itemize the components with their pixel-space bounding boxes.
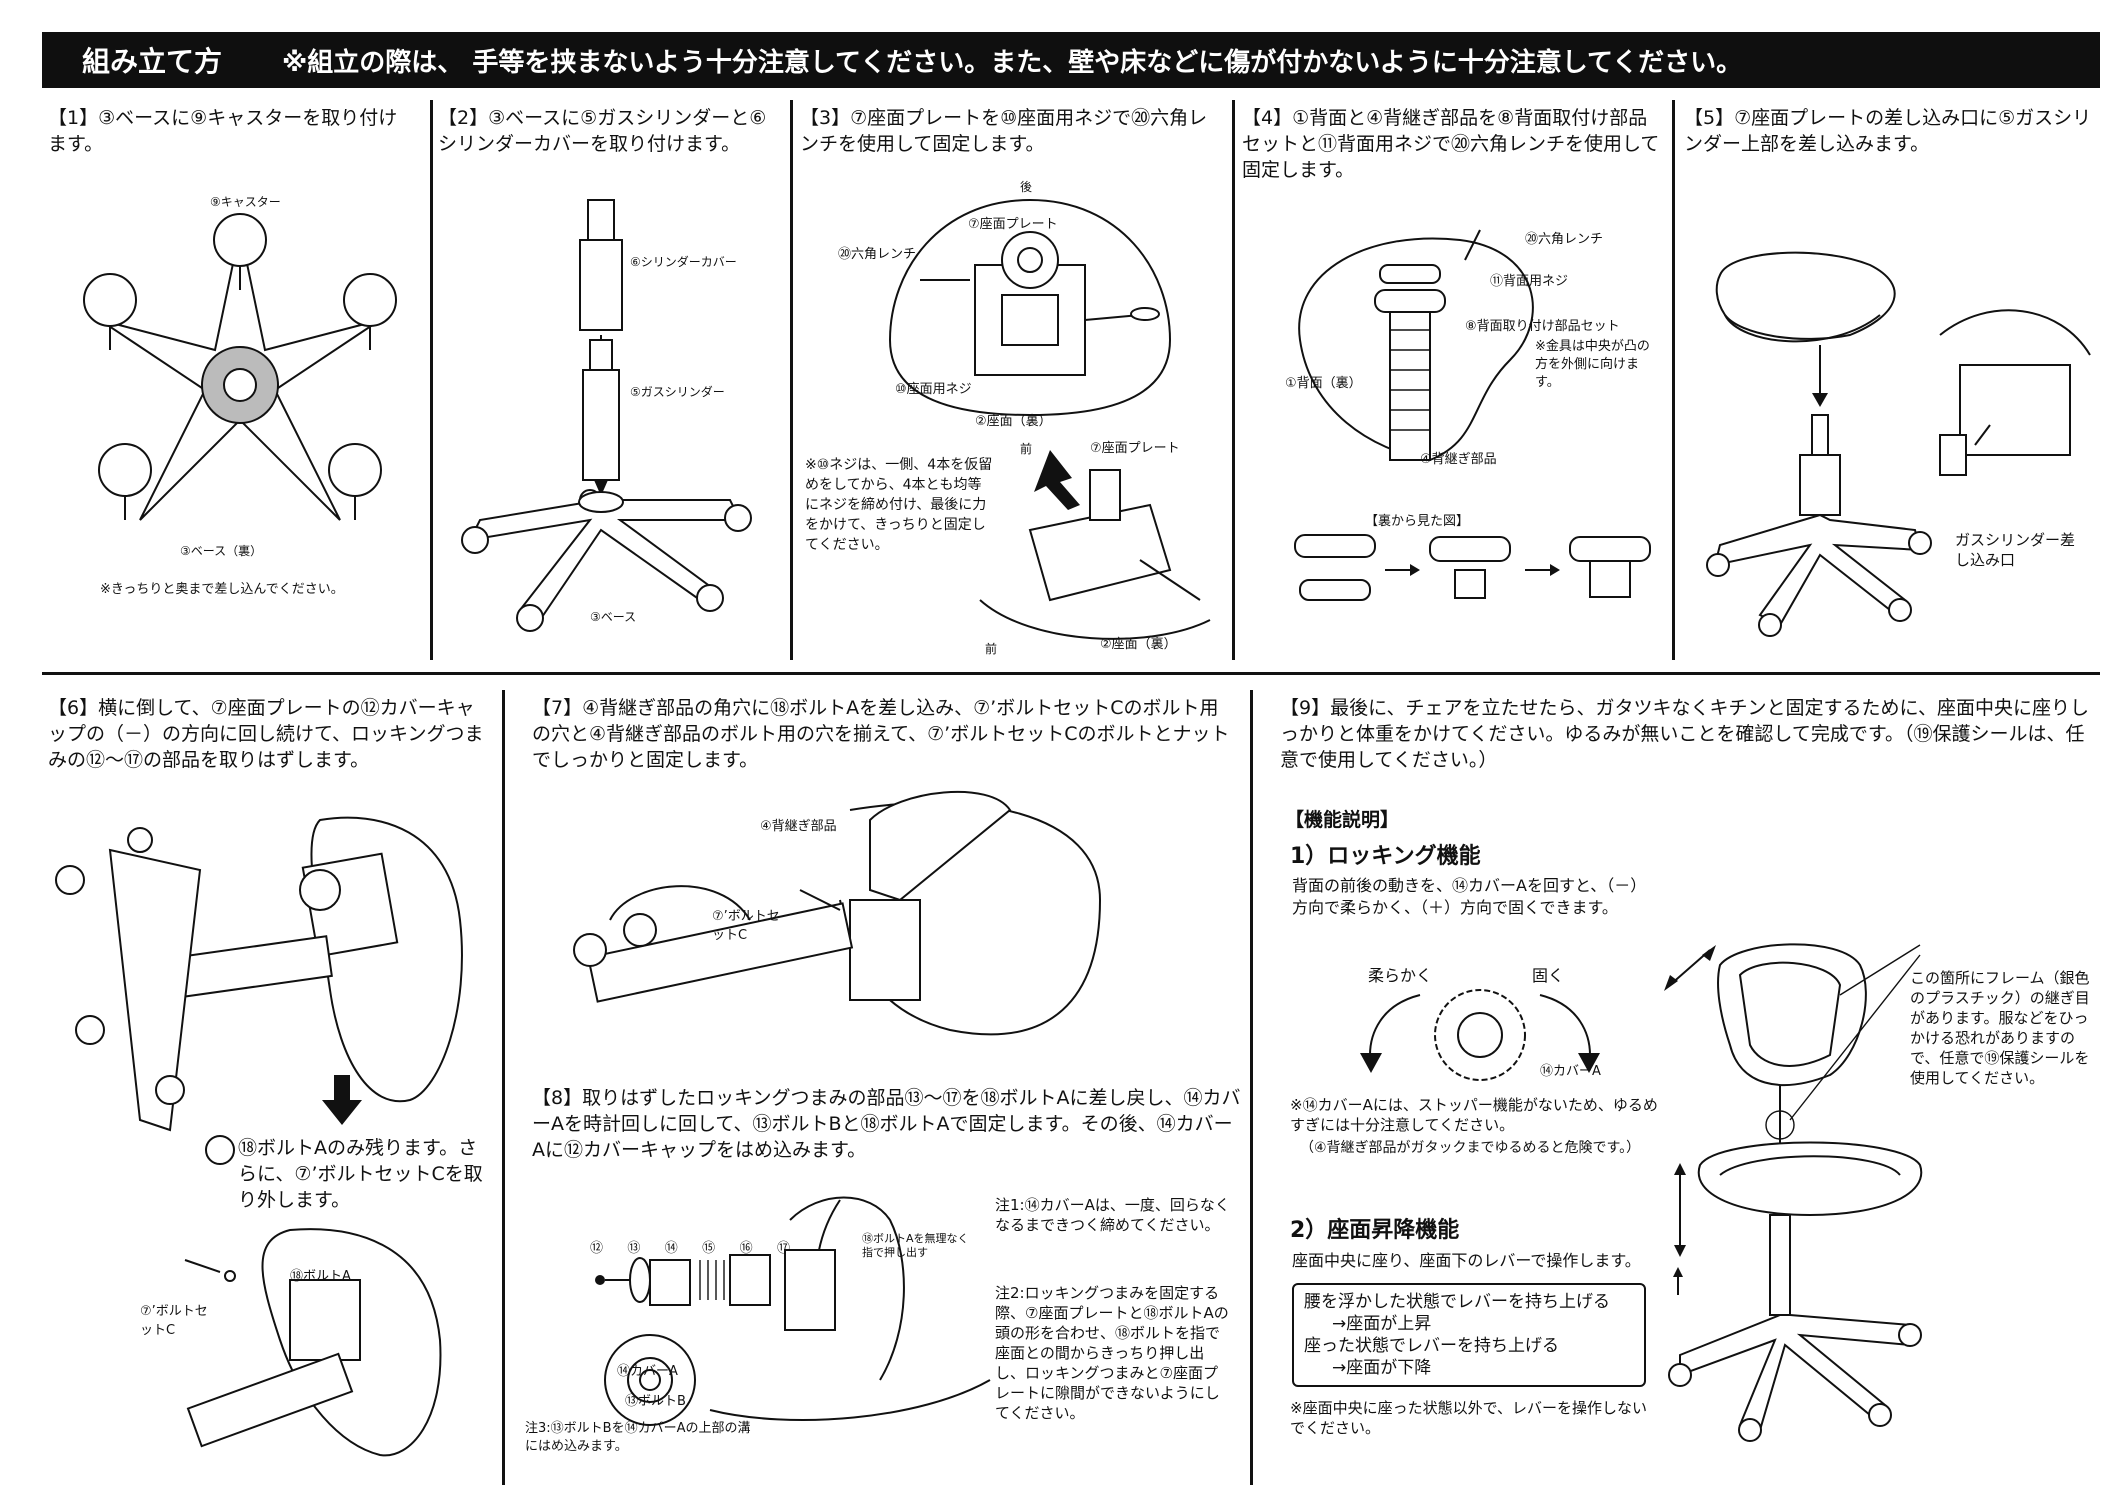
lift-warn: ※座面中央に座った状態以外で、レバーを操作しないでください。 (1290, 1399, 1647, 1437)
inlet-label: ガスシリンダー差し込み口 (1955, 531, 2076, 569)
step-8-text: 【8】取りはずしたロッキングつまみの部品⑬～⑰を⑱ボルトAに差し戻し、⑭カバーA… (532, 1087, 1241, 1161)
hard-label: 固く (1532, 966, 1565, 985)
lift-line: 腰を浮かした状態でレバーを持ち上げる (1304, 1292, 1610, 1312)
locking-warn-2: （④背継ぎ部品がガタックまでゆるめると危険です。） (1300, 1140, 1641, 1156)
note-1: 注1:⑭カバーAは、一度、回らなくなるまできつく締めてください。 (995, 1196, 1230, 1234)
step-3-text: 【3】⑦座面プレートを⑩座面用ネジで⑳六角レンチを使用して固定します。 (800, 107, 1208, 155)
divider (1250, 690, 1253, 1485)
header-bar: 組み立て方 ※組立の際は、 手等を挟まないよう十分注意してください。また、壁や床… (42, 32, 2100, 88)
divider (502, 690, 505, 1485)
screw-label: ⑪背面用ネジ (1490, 274, 1569, 289)
locking-body: 背面の前後の動きを、⑭カバーAを回すと、（－）方向で柔らかく、（＋）方向で固くで… (1292, 876, 1647, 917)
step-4-text: 【4】①背面と④背継ぎ部品を⑧背面取付け部品セットと⑪背面用ネジで⑳六角レンチを… (1242, 107, 1660, 181)
gas-label: ⑤ガスシリンダー (630, 385, 725, 399)
caster-base-illustration (83, 213, 397, 521)
caution-note: ※組立の際は、 手等を挟まないよう十分注意してください。また、壁や床などに傷が付… (282, 47, 1743, 78)
seat-label-2: ②座面（裏） (1100, 637, 1177, 652)
lift-line: 座った状態でレバーを持ち上げる (1304, 1336, 1559, 1356)
backrest-joint-illustration (573, 790, 1102, 1036)
joint-label: ④背継ぎ部品 (1420, 452, 1497, 467)
function-heading: 【機能説明】 (1285, 809, 1400, 831)
wrench-label: ⑳六角レンチ (838, 247, 917, 262)
lift-instruction-box: 腰を浮かした状態でレバーを持ち上げる →座面が上昇 座った状態でレバーを持ち上げ… (1292, 1283, 1646, 1387)
dial-illustration (1360, 989, 1600, 1081)
gas-cylinder-illustration (461, 199, 752, 632)
backrest-illustration (1298, 229, 1534, 462)
soft-label: 柔らかく (1368, 966, 1433, 985)
view-label: 【裏から見た図】 (1365, 514, 1470, 529)
plate-label-2: ⑦座面プレート (1090, 441, 1180, 456)
setC-label: ⑦’ボルトセットC (712, 909, 780, 943)
divider (42, 672, 2100, 675)
step-1-text: 【1】③ベースに⑨キャスターを取り付けます。 (48, 107, 398, 155)
frame-note: この箇所にフレーム（銀色のプラスチック）の継ぎ目があります。服などをひっかける恐… (1910, 969, 2090, 1087)
part-number: ⑫ (590, 1241, 604, 1256)
locking-knob-illustration (595, 1196, 991, 1426)
wrench-label: ⑳六角レンチ (1525, 232, 1604, 247)
base-label: ③ベース (590, 610, 637, 624)
divider (1672, 100, 1675, 660)
coverA-label: ⑭カバーA (617, 1364, 678, 1379)
step-7-text: 【7】④背継ぎ部品の角穴に⑱ボルトAを差し込み、⑦’ボルトセットCのボルト用の穴… (532, 697, 1230, 771)
base-label: ③ベース（裏） (180, 544, 263, 558)
part-number: ⑮ (702, 1241, 716, 1256)
set-label: ⑧背面取り付け部品セット (1465, 319, 1620, 334)
tilted-chair-illustration (55, 816, 463, 1165)
lift-line: →座面が上昇 (1332, 1314, 1432, 1334)
divider (1232, 100, 1235, 660)
bolt-remain-note: ⑱ボルトAのみ残ります。さらに、⑦’ボルトセットCを取り外します。 (238, 1137, 483, 1211)
seat-plate-illustration (888, 198, 1172, 417)
note-2: 注2:ロッキングつまみを固定する際、⑦座面プレートと⑱ボルトAの頭の形を合わせ、… (995, 1284, 1229, 1422)
step-9-text: 【9】最後に、チェアを立たせたら、ガタツキなくキチンと固定するために、座面中央に… (1280, 697, 2089, 771)
step-2-text: 【2】③ベースに⑤ガスシリンダーと⑥シリンダーカバーを取り付けます。 (438, 107, 767, 155)
part-number: ⑯ (739, 1241, 753, 1256)
hint-label: ⑱ボルトAを無理なく指で押し出す (862, 1232, 969, 1259)
back-label: ①背面（裏） (1285, 376, 1362, 391)
lift-title: 2）座面昇降機能 (1290, 1218, 1460, 1243)
front-label-2: 前 (985, 642, 998, 656)
screw-label: ⑩座面用ネジ (895, 382, 972, 397)
down-arrow-icon (322, 1075, 362, 1125)
bracket-sequence-illustration (1294, 534, 1651, 601)
note-3: 注3:⑬ボルトBを⑭カバーAの上部の溝にはめ込みます。 (525, 1421, 751, 1454)
step-6-text: 【6】横に倒して、⑦座面プレートの⑫カバーキャップの（－）の方向に回し続けて、ロ… (48, 697, 484, 771)
seat-plate-angle-illustration (979, 450, 1211, 640)
parts-number-row: ⑫ ⑬ ⑭ ⑮ ⑯ ⑰ (590, 1237, 790, 1256)
back-label: 後 (1020, 180, 1033, 194)
joint-label: ④背継ぎ部品 (760, 819, 837, 834)
insert-note: ※きっちりと奥まで差し込んでください。 (100, 582, 344, 597)
locking-title: 1）ロッキング機能 (1290, 844, 1481, 869)
seat-label: ②座面（裏） (975, 414, 1052, 429)
finished-chair-illustration (1664, 943, 1923, 1442)
bolt-removal-illustration (184, 1228, 442, 1457)
cover-label: ⑥シリンダーカバー (630, 255, 737, 269)
bracket-note: ※金具は中央が凸の方を外側に向けます。 (1535, 339, 1650, 390)
lift-body: 座面中央に座り、座面下のレバーで操作します。 (1292, 1251, 1641, 1270)
divider (790, 100, 793, 660)
coverA-label: ⑭カバーA (1540, 1064, 1601, 1079)
plate-label: ⑦座面プレート (968, 217, 1058, 232)
step-5-text: 【5】⑦座面プレートの差し込み口に⑤ガスシリンダー上部を差し込みます。 (1684, 107, 2092, 155)
boltB-label: ⑬ボルトB (625, 1394, 686, 1409)
part-number: ⑭ (664, 1241, 678, 1256)
stool-assembly-illustration (1706, 251, 2091, 637)
locking-warn-1: ※⑭カバーAには、ストッパー機能がないため、ゆるめすぎには十分注意してください。 (1290, 1096, 1658, 1134)
screw-note: ※⑩ネジは、一側、4本を仮留めをしてから、4本とも均等にネジを締め付け、最後に力… (805, 457, 993, 553)
front-label: 前 (1020, 442, 1033, 456)
setC-label: ⑦’ボルトセットC (140, 1304, 208, 1338)
boltA-label: ⑱ボルトA (290, 1269, 351, 1284)
part-number: ⑬ (627, 1241, 641, 1256)
divider (430, 100, 433, 660)
page-title: 組み立て方 (82, 45, 223, 78)
caster-label: ⑨キャスター (210, 195, 281, 209)
lift-line: →座面が下降 (1332, 1358, 1432, 1378)
